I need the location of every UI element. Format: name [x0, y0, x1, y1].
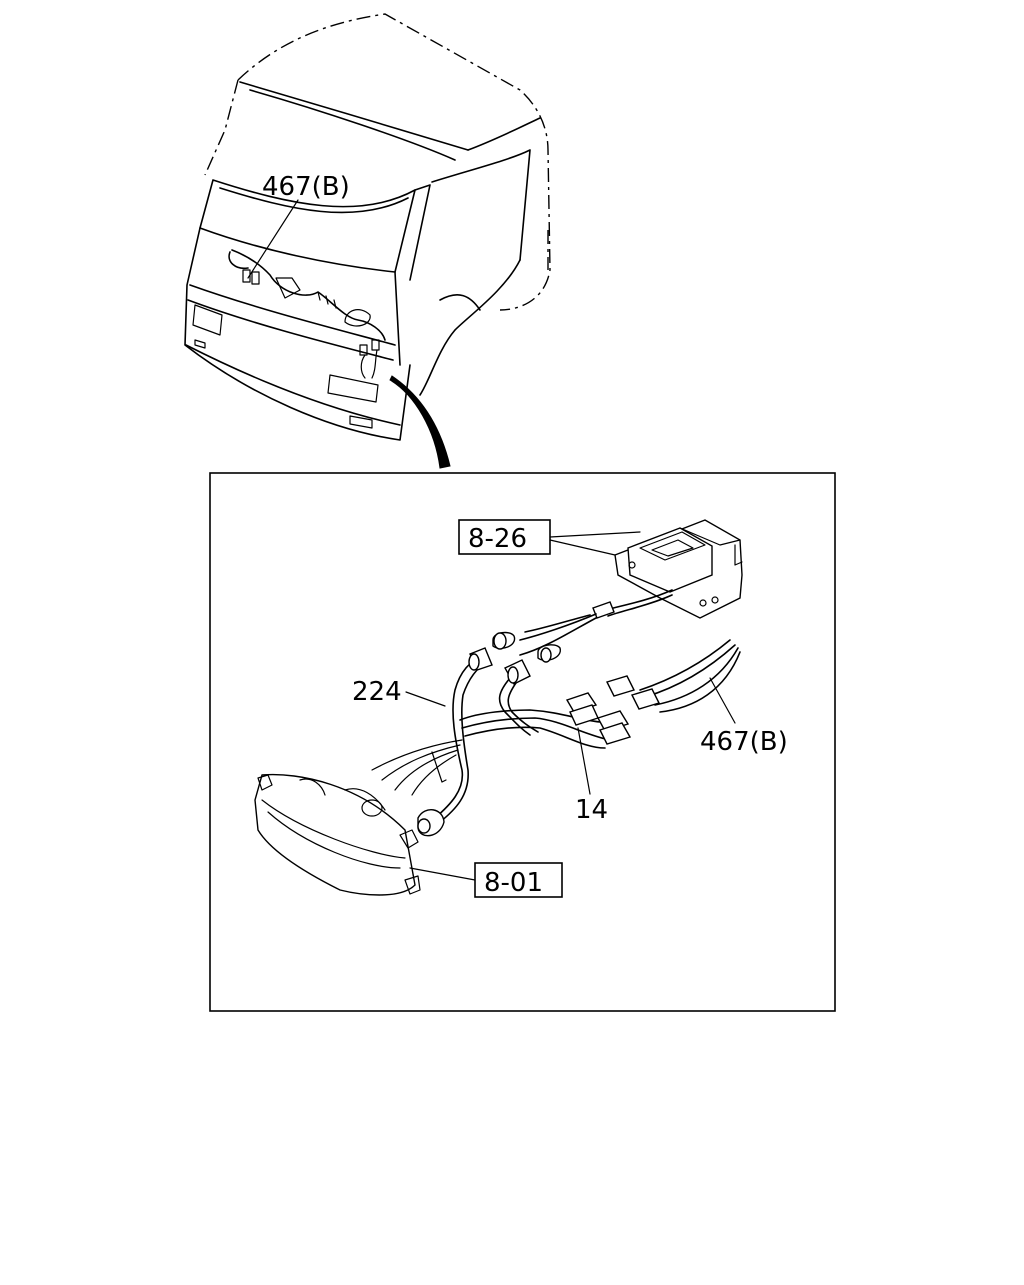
harness-illustration — [371, 589, 741, 837]
callout-harness-224: 224 — [352, 677, 402, 707]
callout-fog-lamp-ref: 8-01 — [484, 868, 543, 898]
fog-lamp-ref-box — [474, 862, 563, 898]
truck-cab-illustration — [184, 13, 551, 469]
callout-harness-467b: 467(B) — [700, 727, 788, 757]
callout-cab-harness: 467(B) — [262, 172, 350, 202]
callout-relay-ref: 8-26 — [468, 524, 527, 554]
detail-pointer — [389, 375, 451, 469]
fog-lamp-illustration — [254, 773, 421, 896]
detail-frame — [209, 472, 836, 1012]
relay-assembly-illustration — [614, 519, 743, 619]
callout-harness-14: 14 — [575, 795, 608, 825]
relay-ref-box — [458, 519, 551, 555]
